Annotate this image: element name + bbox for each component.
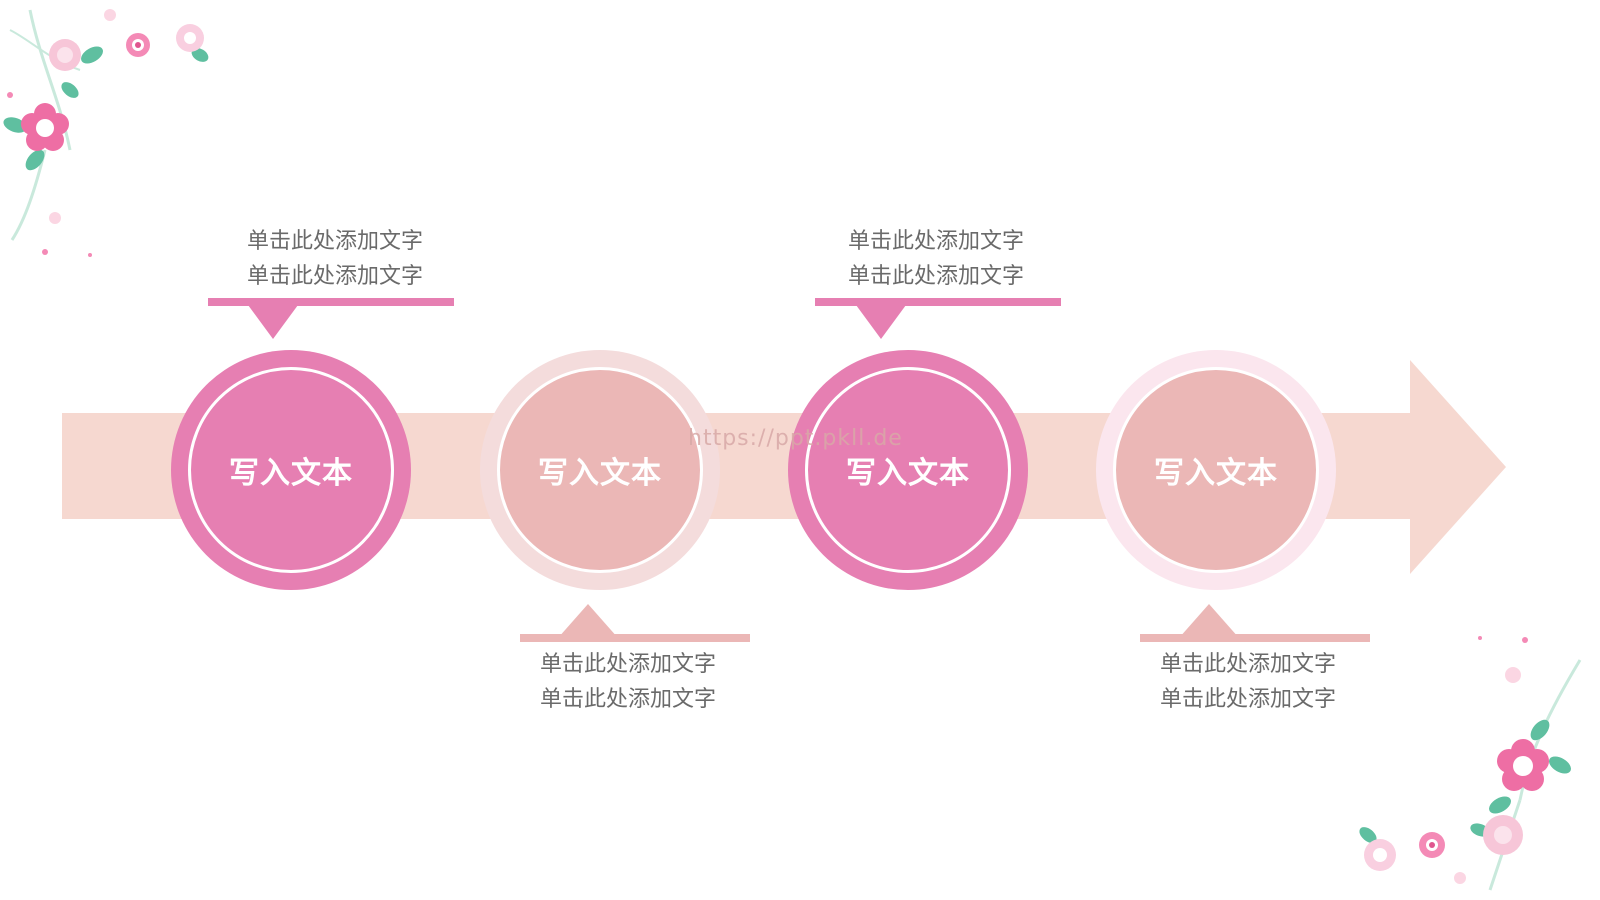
step-3-desc-line-1: 单击此处添加文字 xyxy=(847,229,1024,254)
step-3-description: 单击此处添加文字 单击此处添加文字 xyxy=(806,224,1066,294)
floral-decoration-top-left xyxy=(3,9,209,257)
step-1-desc-line-1: 单击此处添加文字 xyxy=(246,229,423,254)
timeline-arrow-head xyxy=(1410,360,1506,574)
step-4-desc-line-2: 单击此处添加文字 xyxy=(1159,687,1336,712)
step-4-desc-line-1: 单击此处添加文字 xyxy=(1159,652,1336,677)
step-2-title: 写入文本 xyxy=(538,456,662,491)
watermark-text: https://ppt.pkll.de xyxy=(688,426,903,451)
step-3-desc-line-2: 单击此处添加文字 xyxy=(847,264,1024,289)
step-3-callout-bar xyxy=(815,298,1061,306)
step-1-circle[interactable]: 写入文本 xyxy=(171,350,411,590)
step-4-description: 单击此处添加文字 单击此处添加文字 xyxy=(1118,647,1378,717)
step-4-circle[interactable]: 写入文本 xyxy=(1096,350,1336,590)
step-1-description: 单击此处添加文字 单击此处添加文字 xyxy=(205,224,465,294)
step-2-callout-bar xyxy=(520,634,750,642)
floral-decoration-bottom-right xyxy=(1359,636,1582,891)
step-2-description: 单击此处添加文字 单击此处添加文字 xyxy=(498,647,758,717)
step-2-circle[interactable]: 写入文本 xyxy=(480,350,720,590)
step-2-desc-line-2: 单击此处添加文字 xyxy=(539,687,716,712)
step-4-callout-pointer xyxy=(1179,604,1239,638)
step-3-title: 写入文本 xyxy=(846,456,970,491)
step-1-callout-bar xyxy=(208,298,454,306)
step-1-circle-inner: 写入文本 xyxy=(188,367,394,573)
step-3-circle[interactable]: 写入文本 xyxy=(788,350,1028,590)
step-4-circle-inner: 写入文本 xyxy=(1113,367,1319,573)
step-2-circle-inner: 写入文本 xyxy=(497,367,703,573)
step-3-circle-inner: 写入文本 xyxy=(805,367,1011,573)
step-1-desc-line-2: 单击此处添加文字 xyxy=(246,264,423,289)
step-2-callout-pointer xyxy=(558,604,618,638)
step-2-desc-line-1: 单击此处添加文字 xyxy=(539,652,716,677)
step-4-title: 写入文本 xyxy=(1154,456,1278,491)
step-3-callout-pointer xyxy=(856,305,906,339)
step-1-title: 写入文本 xyxy=(229,456,353,491)
step-1-callout-pointer xyxy=(248,305,298,339)
step-4-callout-bar xyxy=(1140,634,1370,642)
